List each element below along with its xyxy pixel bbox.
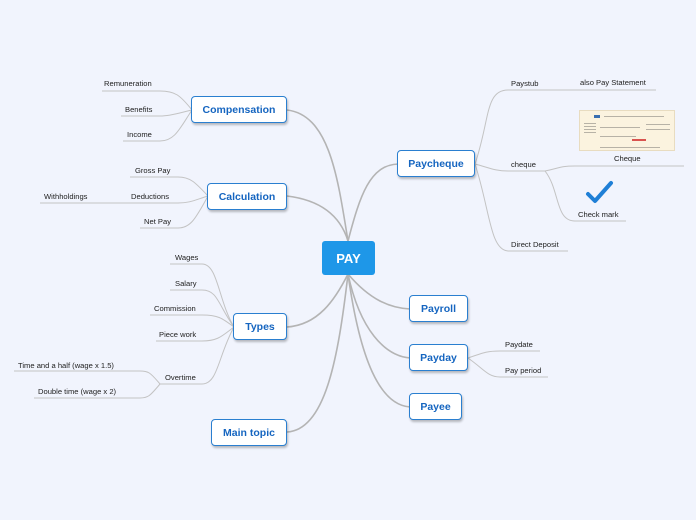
cheque-image: [579, 110, 675, 151]
topic-compensation[interactable]: Compensation: [191, 96, 287, 123]
subtopic-paydate[interactable]: Paydate: [505, 340, 533, 350]
topic-main-topic[interactable]: Main topic: [211, 419, 287, 446]
subtopic-income[interactable]: Income: [127, 130, 152, 140]
subtopic-pay-period[interactable]: Pay period: [505, 366, 541, 376]
subtopic-also-pay-statement[interactable]: also Pay Statement: [580, 78, 646, 88]
check-mark-icon: [585, 180, 615, 206]
topic-payee[interactable]: Payee: [409, 393, 462, 420]
topic-paycheque[interactable]: Paycheque: [397, 150, 475, 177]
subtopic-cheque[interactable]: cheque: [511, 160, 536, 170]
subtopic-direct-deposit[interactable]: Direct Deposit: [511, 240, 559, 250]
subtopic-benefits[interactable]: Benefits: [125, 105, 152, 115]
subtopic-commission[interactable]: Commission: [154, 304, 196, 314]
subtopic-double-time[interactable]: Double time (wage x 2): [38, 387, 116, 397]
topic-payroll[interactable]: Payroll: [409, 295, 468, 322]
central-topic-pay[interactable]: PAY: [322, 241, 375, 275]
subtopic-cheque-image-label[interactable]: Cheque: [614, 154, 641, 164]
subtopic-check-mark[interactable]: Check mark: [578, 210, 619, 220]
subtopic-wages[interactable]: Wages: [175, 253, 198, 263]
subtopic-deductions[interactable]: Deductions: [131, 192, 169, 202]
subtopic-time-and-a-half[interactable]: Time and a half (wage x 1.5): [18, 361, 114, 371]
subtopic-remuneration[interactable]: Remuneration: [104, 79, 152, 89]
subtopic-gross-pay[interactable]: Gross Pay: [135, 166, 170, 176]
subtopic-withholdings[interactable]: Withholdings: [44, 192, 87, 202]
subtopic-salary[interactable]: Salary: [175, 279, 197, 289]
subtopic-paystub[interactable]: Paystub: [511, 79, 538, 89]
subtopic-net-pay[interactable]: Net Pay: [144, 217, 171, 227]
topic-types[interactable]: Types: [233, 313, 287, 340]
subtopic-piece-work[interactable]: Piece work: [159, 330, 196, 340]
topic-payday[interactable]: Payday: [409, 344, 468, 371]
topic-calculation[interactable]: Calculation: [207, 183, 287, 210]
subtopic-overtime[interactable]: Overtime: [165, 373, 196, 383]
